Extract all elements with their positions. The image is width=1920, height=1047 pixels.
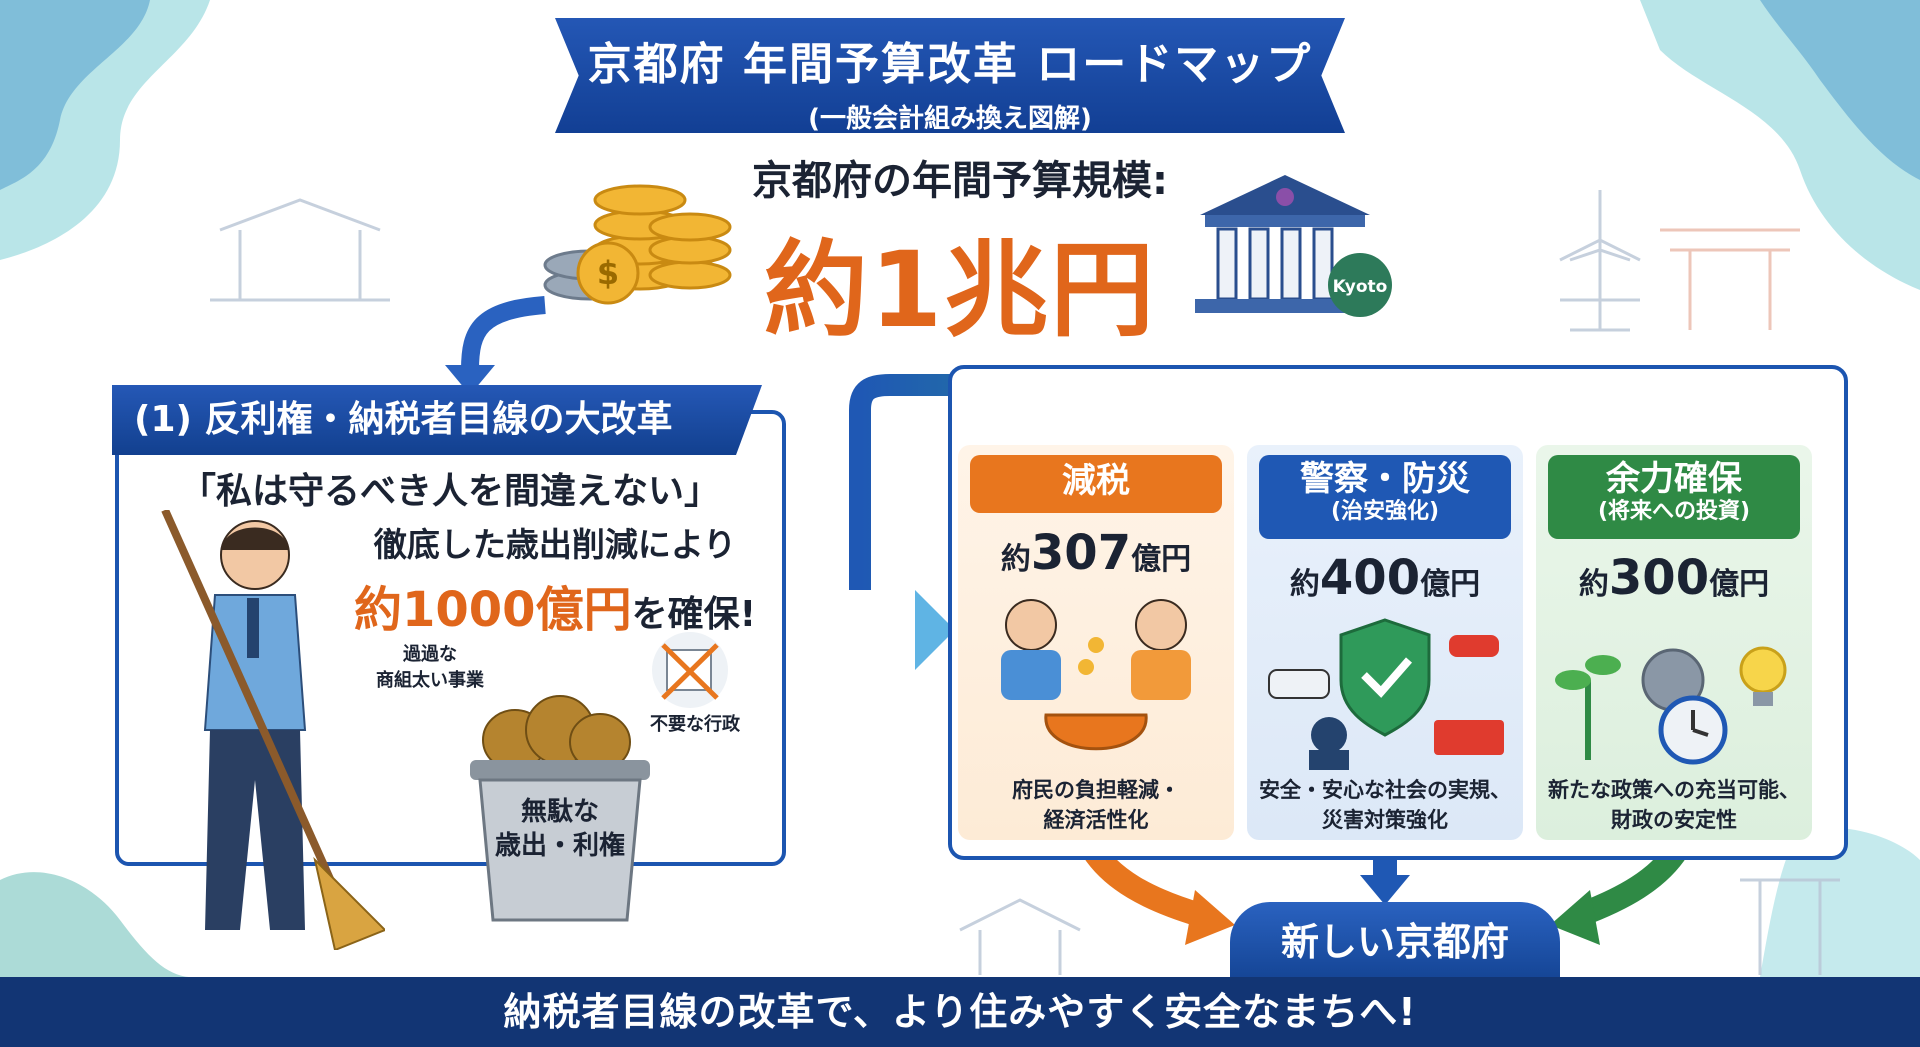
amount-prefix: 約 — [1578, 567, 1609, 602]
man-sweeping-illustration — [161, 510, 385, 950]
result-new-kyoto: 新しい京都府 — [1230, 902, 1560, 982]
secured-suffix: を確保! — [631, 594, 757, 635]
card-header-reserve: 余力確保 (将来への投資) — [1548, 455, 1800, 539]
footer-banner: 納税者目線の改革で、より住みやすく安全なまちへ! — [0, 977, 1920, 1047]
card-effect: 安全・安心な社会の実規、 災害対策強化 — [1259, 778, 1511, 832]
amount-value: 300 — [1608, 550, 1710, 606]
amount-prefix: 約 — [1000, 542, 1031, 577]
coin-stack-icon: $ — [543, 184, 732, 305]
kyoto-badge: Kyoto — [1333, 277, 1388, 297]
spending-cut-text: 徹底した歳出削減により — [373, 525, 737, 564]
label-excess-business: 過過な 商組太い事業 — [376, 644, 484, 691]
amount-unit: 億円 — [1420, 567, 1481, 602]
card-subtitle: (将来への投資) — [1597, 499, 1751, 524]
budget-value: 約1兆円 — [763, 229, 1157, 351]
allocation-card-reserve: 余力確保 (将来への投資) 約300億円 新たな政策への充当可能、 財政の安定性 — [1536, 445, 1812, 840]
allocation-card-police: 警察・防災 (治安強化) 約400億円 安全・安心な社会の実規、 災害対策強化 — [1247, 445, 1523, 840]
title-banner: 京都府 年間予算改革 ロードマップ (一般会計組み換え図解) — [555, 18, 1345, 133]
card-title: 余力確保 — [1606, 459, 1742, 499]
amount-value: 400 — [1319, 550, 1421, 606]
reform-section-header: (1) 反利権・納税者目線の大改革 — [112, 385, 762, 455]
page-title: 京都府 年間予算改革 ロードマップ — [587, 39, 1313, 90]
trash-can-icon — [470, 695, 650, 922]
investment-growth-icon — [1555, 646, 1787, 765]
amount-unit: 億円 — [1131, 542, 1192, 577]
crossed-document-icon — [652, 632, 728, 708]
card-header-police: 警察・防災 (治安強化) — [1259, 455, 1511, 539]
government-building-icon: Kyoto — [1195, 175, 1392, 317]
card-title: 警察・防災 — [1300, 459, 1470, 499]
amount-value: 307 — [1030, 525, 1132, 581]
budget-label: 京都府の年間予算規模: — [752, 158, 1168, 204]
reform-quote: 「私は守るべき人を間違えない」 — [179, 471, 720, 512]
citizens-wallet-icon — [1001, 599, 1191, 751]
amount-prefix: 約 — [1289, 567, 1320, 602]
card-amount: 約307億円 — [958, 525, 1234, 581]
card-effect: 府民の負担軽減・ 経済活性化 — [1012, 778, 1180, 832]
card-amount: 約300億円 — [1536, 550, 1812, 606]
svg-text:$: $ — [597, 254, 619, 292]
card-header-tax-cut: 減税 — [970, 455, 1222, 513]
police-disaster-icon — [1268, 618, 1504, 770]
card-effect: 新たな政策への充当可能、 財政の安定性 — [1548, 778, 1800, 832]
page-subtitle: (一般会計組み換え図解) — [808, 104, 1092, 134]
card-amount: 約400億円 — [1247, 550, 1523, 606]
label-unneeded-admin: 不要な行政 — [650, 714, 740, 735]
secured-amount-line: 約1000億円を確保! — [335, 570, 775, 640]
secured-amount: 約1000億円 — [353, 582, 632, 638]
allocation-card-tax-cut: 減税 約307億円 府民の負担軽減・ 経済活性化 — [958, 445, 1234, 840]
card-subtitle: (治安強化) — [1330, 499, 1440, 524]
trash-label: 無駄な 歳出・利権 — [494, 797, 625, 861]
amount-unit: 億円 — [1709, 567, 1770, 602]
card-title: 減税 — [1062, 461, 1130, 501]
